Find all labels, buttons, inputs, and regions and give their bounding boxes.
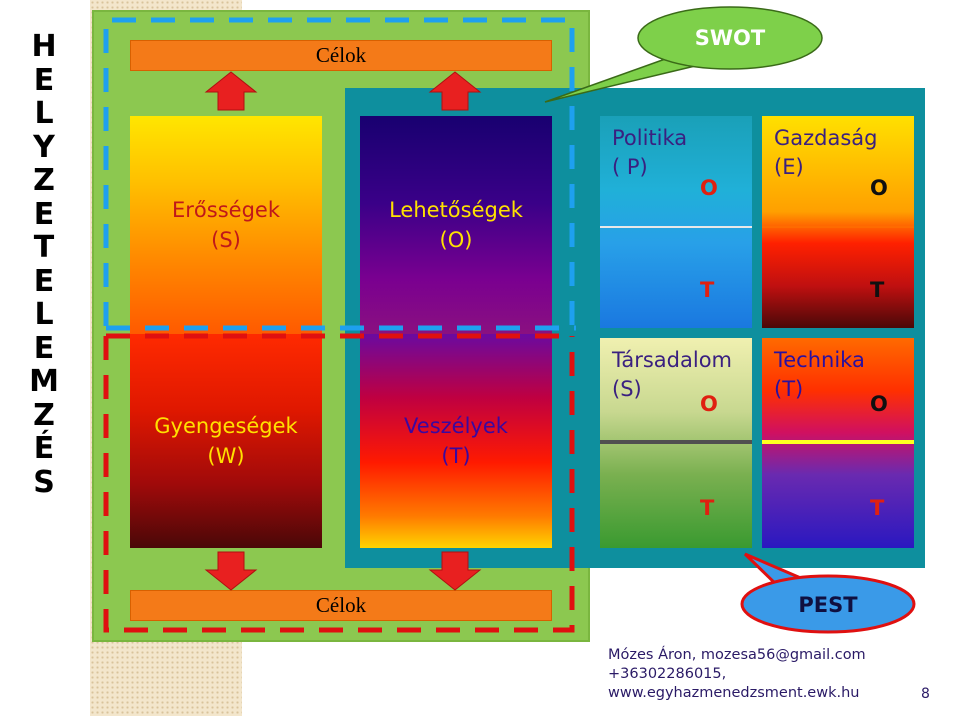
technological-label: Technika (774, 348, 865, 372)
economic-t: T (870, 278, 885, 302)
title-letter: M (29, 364, 59, 399)
arrow-down-icon (204, 551, 258, 591)
social-label: Társadalom (612, 348, 733, 372)
red-dashed-border (103, 333, 575, 633)
title-letter: Z (33, 163, 55, 198)
strengths-label: Erősségek (172, 198, 280, 222)
political-o: O (700, 176, 718, 200)
title-letter: E (33, 263, 55, 299)
title-letter: É (33, 431, 55, 466)
social-o: O (700, 392, 718, 416)
title-letter: E (33, 330, 55, 366)
title-letter: Y (33, 129, 55, 165)
technological-letter: (T) (774, 377, 804, 401)
political-letter: ( P) (612, 155, 648, 179)
technological-t: T (870, 496, 885, 520)
strengths-box: Erősségek (S) (130, 116, 322, 334)
footer-contact: Mózes Áron, mozesa56@gmail.com +36302286… (608, 646, 866, 703)
title-letter: L (34, 297, 54, 332)
pest-callout-label: PEST (798, 593, 858, 617)
technological-o: O (870, 392, 888, 416)
threats-label: Veszélyek (404, 414, 508, 438)
economic-letter: (E) (774, 155, 804, 179)
economic-divider (762, 226, 914, 228)
economic-o: O (870, 176, 888, 200)
swot-callout-label: SWOT (694, 26, 766, 50)
political-divider (600, 226, 752, 228)
title-letter: T (33, 230, 55, 265)
footer-website: www.egyhazmenedzsment.ewk.hu (608, 685, 860, 701)
footer-name-email: Mózes Áron, mozesa56@gmail.com (608, 647, 866, 663)
strengths-letter: (S) (211, 228, 241, 252)
pest-callout (740, 552, 916, 634)
goal-bar-bottom: Célok (130, 590, 552, 621)
weaknesses-label: Gyengeségek (154, 414, 298, 438)
goal-bar-top: Célok (130, 40, 552, 71)
opportunities-letter: (O) (439, 228, 473, 252)
social-t: T (700, 496, 715, 520)
page-number: 8 (921, 686, 930, 702)
economic-label: Gazdaság (774, 126, 878, 150)
title-letter: E (33, 62, 55, 98)
arrow-up-icon (428, 71, 482, 111)
opportunities-label: Lehetőségek (389, 198, 523, 222)
economic-title: Gazdaság (E) (774, 124, 878, 182)
footer-phone: +36302286015, (608, 666, 727, 682)
title-letter: H (31, 29, 57, 64)
weaknesses-letter: (W) (207, 444, 245, 468)
political-title: Politika ( P) (612, 124, 687, 182)
political-cell: Politika ( P) O T (600, 116, 752, 328)
arrow-down-icon (428, 551, 482, 591)
social-title: Társadalom (S) (612, 346, 732, 404)
title-letter: S (33, 464, 55, 500)
threats-box: Veszélyek (T) (360, 334, 552, 548)
social-letter: (S) (612, 377, 642, 401)
arrow-up-icon (204, 71, 258, 111)
political-label: Politika (612, 126, 688, 150)
social-divider (600, 440, 752, 444)
title-letter: Z (33, 397, 55, 433)
technological-title: Technika (T) (774, 346, 865, 404)
threats-letter: (T) (441, 444, 471, 468)
political-t: T (700, 278, 715, 302)
swot-callout (544, 6, 823, 103)
title-letter: E (33, 196, 55, 232)
goal-label: Célok (315, 593, 367, 617)
opportunities-box: Lehetőségek (O) (360, 116, 552, 334)
technological-divider (762, 440, 914, 444)
title-letter: L (34, 96, 54, 131)
economic-cell: Gazdaság (E) O T (762, 116, 914, 328)
blue-dashed-border (103, 17, 576, 331)
weaknesses-box: Gyengeségek (W) (130, 334, 322, 548)
vertical-title: H E L Y Z E T E L E M Z É S (0, 0, 88, 716)
goal-label: Célok (315, 43, 367, 67)
